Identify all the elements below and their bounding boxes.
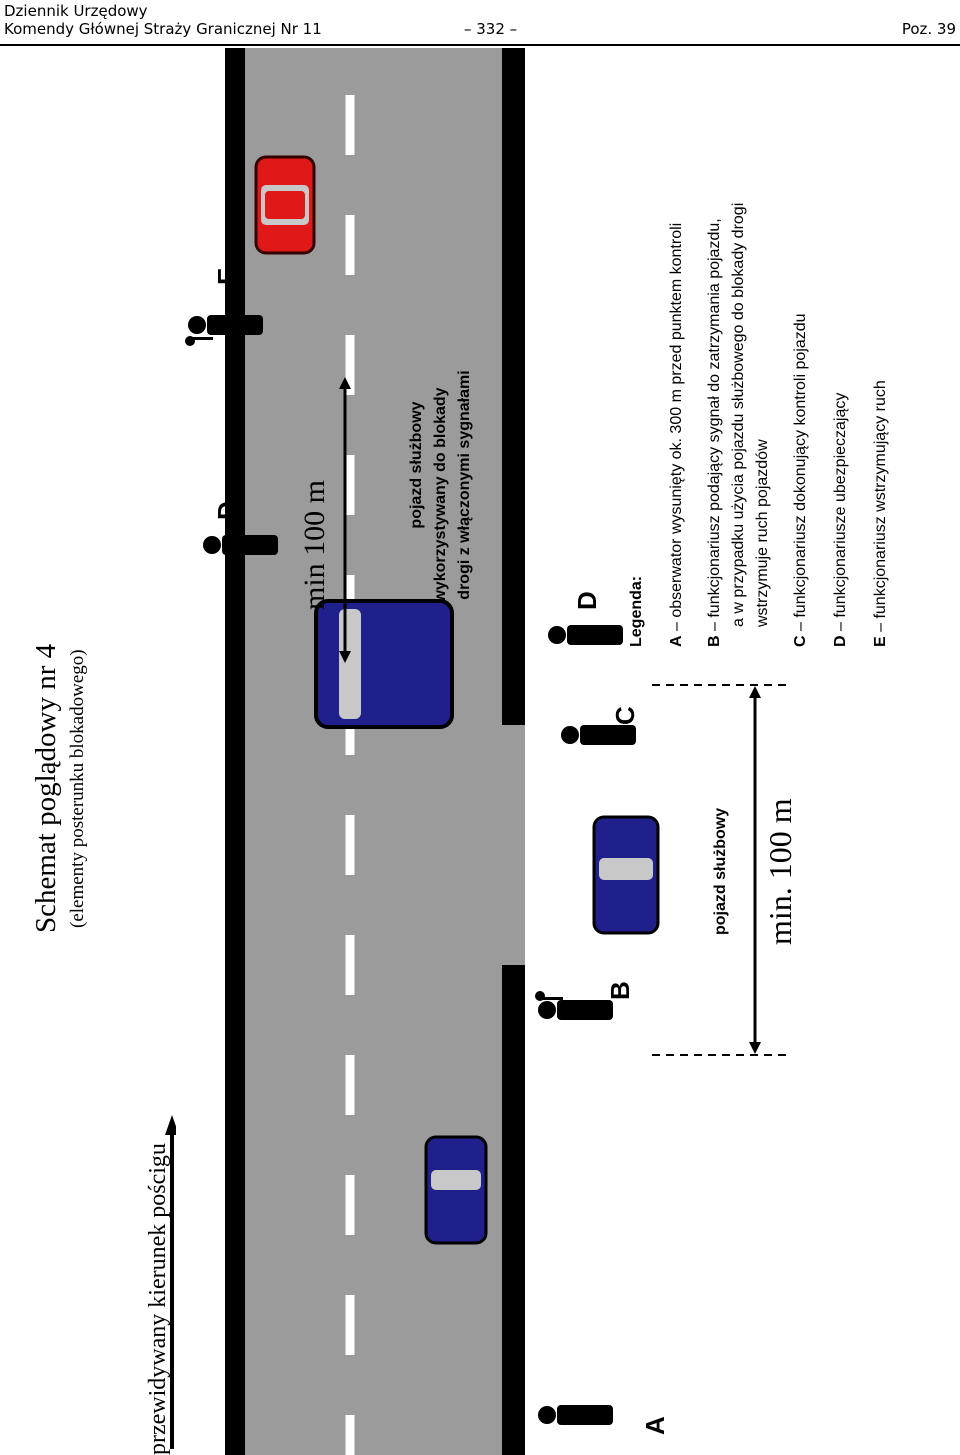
officer-e-figure — [185, 315, 263, 346]
legend-item-a: A – obserwator wysunięty ok. 300 m przed… — [668, 222, 685, 647]
page-header: Dziennik Urzędowy Komendy Głównej Straży… — [0, 0, 960, 46]
legend-text-a: obserwator wysunięty ok. 300 m przed pun… — [668, 222, 685, 618]
direction-label: przewidywany kierunek pościgu — [145, 1143, 171, 1455]
officer-b-figure — [535, 991, 613, 1020]
marker-c: C — [610, 706, 640, 725]
diagram-stage: Schemat poglądowy nr 4 (elementy posteru… — [0, 48, 960, 1455]
lower-car — [424, 1135, 488, 1245]
legend-text-e: funkcjonariusz wstrzymujący ruch — [872, 380, 889, 619]
legend-item-b: B – funkcjonariusz podający sygnał do za… — [706, 218, 723, 647]
legend-text-d: funkcjonariusze ubezpieczający — [832, 392, 849, 618]
diagram: Schemat poglądowy nr 4 (elementy posteru… — [0, 48, 960, 1455]
position-number: Poz. 39 — [901, 20, 956, 38]
blocking-caption-3: drogi z włączonymi sygnałami — [456, 370, 473, 600]
direction-arrow — [165, 1115, 176, 1449]
distance-top-arrow — [339, 377, 351, 663]
marker-a: A — [640, 1416, 670, 1435]
distance-bottom-arrow — [652, 684, 792, 1056]
legend-text-b: funkcjonariusz podający sygnał do zatrzy… — [706, 218, 723, 618]
diagram-subtitle: (elementy posterunku blokadowego) — [67, 649, 88, 928]
red-car — [254, 155, 316, 255]
header-rule — [0, 44, 960, 46]
officer-a-figure — [538, 1405, 613, 1425]
legend-title: Legenda: — [628, 575, 645, 647]
legend-item-d: D – funkcjonariusze ubezpieczający — [832, 392, 849, 647]
journal-issue: Komendy Głównej Straży Granicznej Nr 11 — [4, 20, 322, 38]
road — [225, 48, 525, 1455]
officer-d-top-figure — [203, 535, 278, 555]
legend-key-d: D — [832, 635, 849, 647]
legend-item-c: C – funkcjonariusz dokonujący kontroli p… — [792, 313, 809, 647]
distance-bottom-label: min. 100 m — [762, 798, 798, 945]
marker-d-bottom: D — [572, 591, 602, 610]
journal-title: Dziennik Urzędowy — [4, 2, 148, 20]
legend-text-b-cont-2: wstrzymuje ruch pojazdów — [754, 439, 771, 627]
officer-c-figure — [561, 725, 636, 745]
distance-top-label: min 100 m — [298, 479, 331, 610]
blocking-caption-2: wykorzystywany do blokady — [432, 387, 449, 603]
officer-d-bottom-figure — [548, 625, 623, 645]
legend-text-b-cont-1: a w przypadku użycia pojazdu służbowego … — [730, 202, 747, 627]
marker-e: E — [212, 267, 242, 285]
legend-key-a: A — [668, 635, 685, 647]
marker-d-top: D — [212, 501, 242, 520]
legend-key-c: C — [792, 635, 809, 647]
diagram-title: Schemat poglądowy nr 4 — [30, 643, 62, 933]
legend-text-c: funkcjonariusz dokonujący kontroli pojaz… — [792, 313, 809, 618]
page-number: – 332 – — [464, 20, 518, 38]
blocking-caption-1: pojazd służbowy — [408, 401, 425, 529]
parked-car — [592, 815, 660, 935]
legend-key-b: B — [706, 635, 723, 647]
legend-key-e: E — [872, 636, 889, 647]
marker-b: B — [605, 981, 635, 1000]
legend-item-e: E – funkcjonariusz wstrzymujący ruch — [872, 380, 889, 647]
